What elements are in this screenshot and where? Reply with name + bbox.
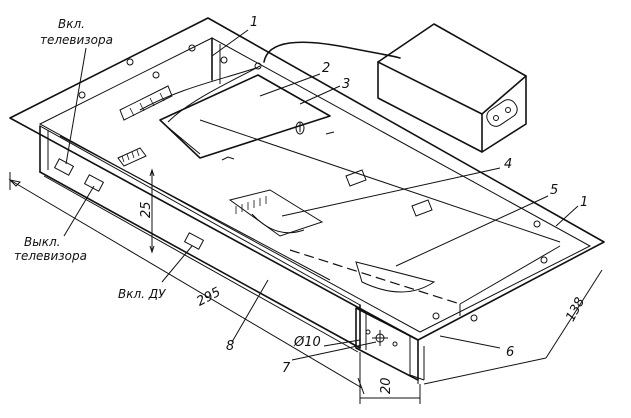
label-tv-off-1: Выкл.: [24, 235, 60, 249]
label-remote-on: Вкл. ДУ: [118, 287, 166, 301]
text-labels: Вкл. телевизора Выкл. телевизора Вкл. ДУ…: [14, 15, 588, 394]
label-diameter: Ø10: [293, 335, 321, 350]
callout-2: 2: [322, 61, 330, 76]
box-front-wall: [39, 125, 361, 353]
top-plate: [9, 17, 605, 341]
dim-length: 295: [194, 285, 223, 310]
callout-3: 3: [342, 77, 350, 92]
label-tv-off-2: телевизора: [14, 249, 87, 263]
callout-1-right: 1: [580, 195, 588, 210]
dim-width: 138: [563, 295, 588, 324]
dim-small: 20: [379, 377, 394, 394]
switch-tv-off: [83, 174, 105, 192]
power-supply: [139, 23, 527, 153]
slot-tray: [228, 189, 436, 293]
floor-cutouts: [295, 121, 433, 217]
dimension-lines: [8, 168, 603, 404]
circuit-board: [117, 74, 331, 167]
callout-1-top: 1: [250, 15, 258, 30]
label-tv-on-1: Вкл.: [58, 17, 85, 31]
callout-7: 7: [282, 361, 291, 376]
callout-8: 8: [226, 339, 234, 354]
switch-remote: [183, 232, 205, 250]
dim-height: 25: [139, 201, 154, 218]
end-bracket: [355, 307, 425, 384]
callout-5: 5: [550, 183, 558, 198]
leader-lines: [63, 29, 579, 361]
callout-6: 6: [506, 345, 514, 360]
label-tv-on-2: телевизора: [40, 33, 113, 47]
callout-4: 4: [504, 157, 512, 172]
switch-tv-on: [53, 158, 75, 176]
inner-floor: [59, 37, 561, 316]
